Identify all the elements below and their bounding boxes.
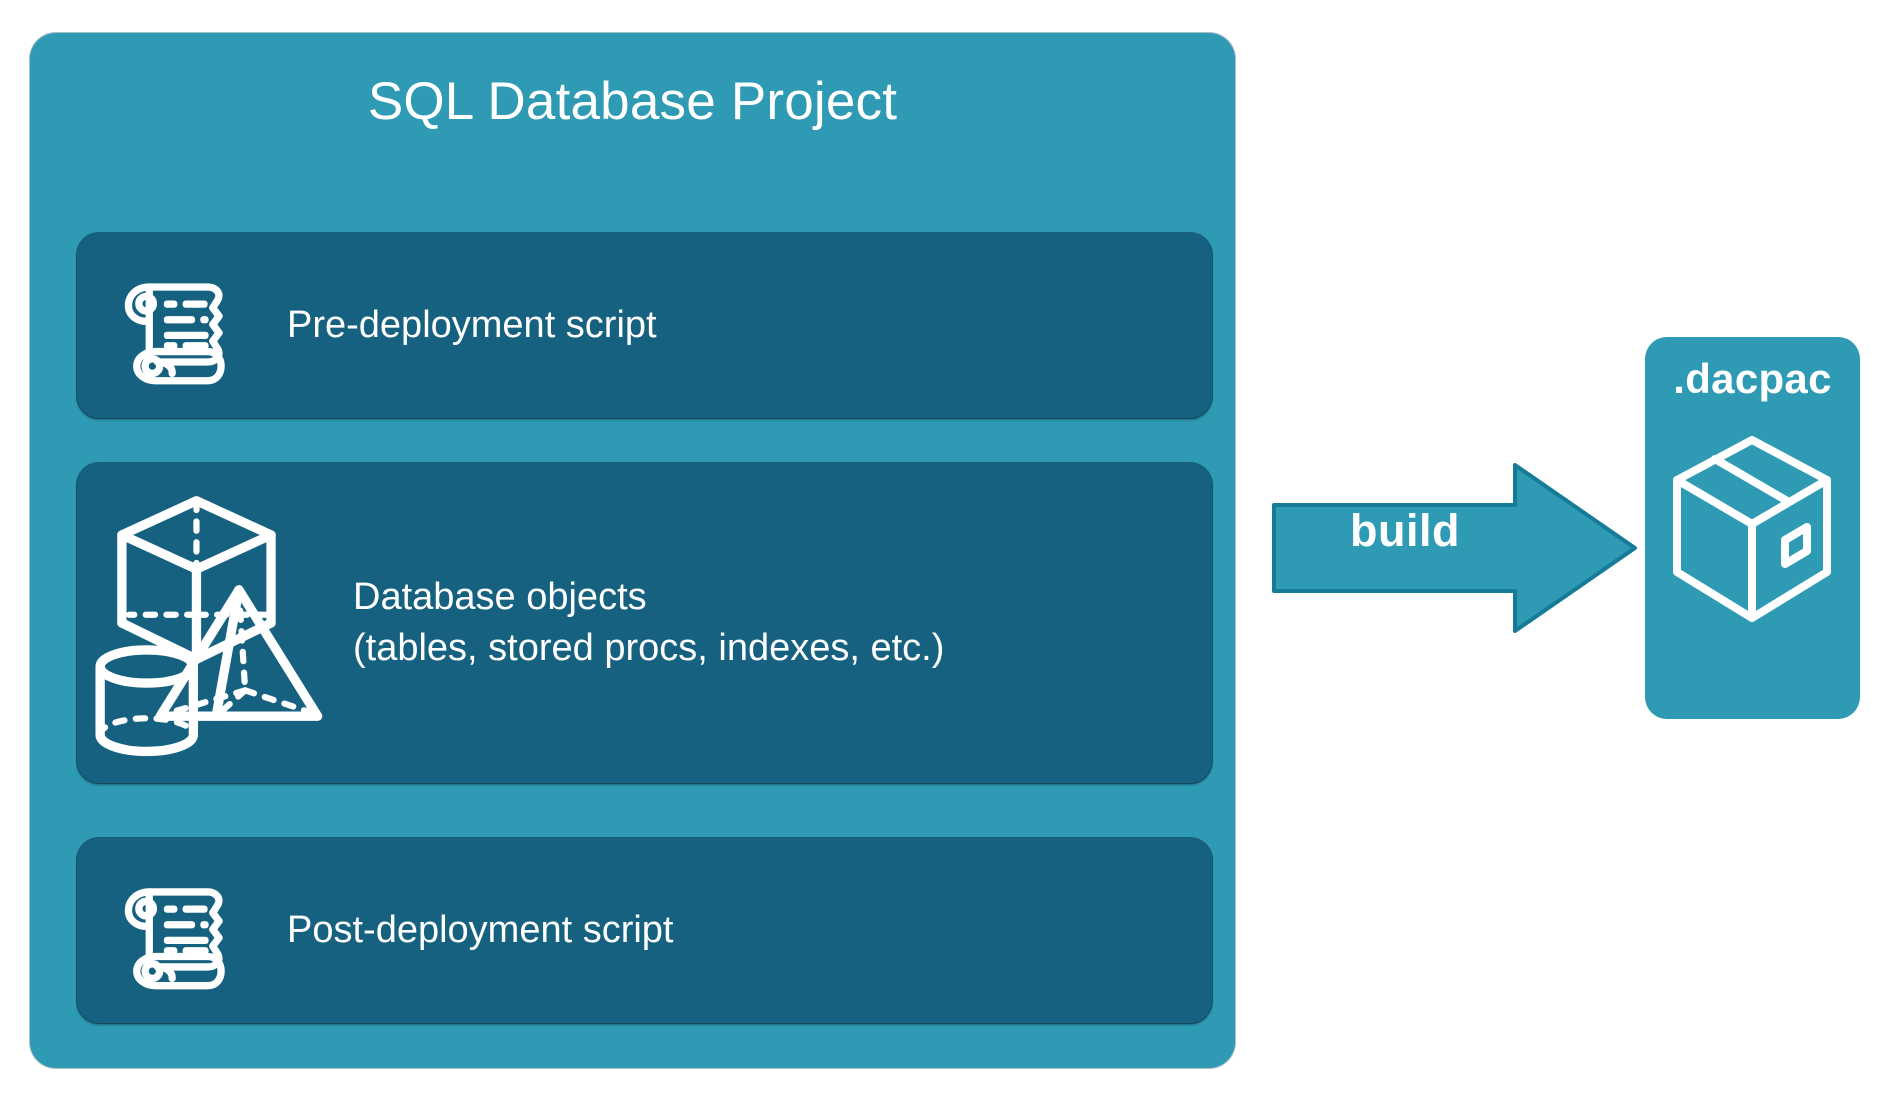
- row-pre-deployment-script: Pre-deployment script: [77, 233, 1212, 418]
- page-title: SQL Database Project: [367, 72, 898, 131]
- row-post-deployment-script: Post-deployment script: [77, 838, 1212, 1023]
- scroll-icon: [95, 251, 265, 401]
- dacpac-title: .dacpac: [1673, 355, 1832, 402]
- cylinder-icon: [95, 645, 199, 757]
- pyramid-hidden-edges: [172, 586, 313, 720]
- cylinder-hidden-edge: [97, 715, 197, 738]
- row-database-objects: Database objects (tables, stored procs, …: [77, 463, 1212, 783]
- dacpac-output-card: .dacpac: [1645, 337, 1860, 719]
- package-box-icon: [1667, 432, 1839, 632]
- cube-hidden-edges: [126, 497, 269, 618]
- database-objects-icon-group: [87, 478, 337, 768]
- build-arrow-label: build: [1350, 505, 1460, 556]
- row-label-pre-deployment: Pre-deployment script: [287, 303, 657, 346]
- row-label-post-deployment: Post-deployment script: [287, 908, 674, 951]
- sql-database-project-card: SQL Database Project: [30, 33, 1235, 1068]
- build-arrow-icon: [1272, 463, 1637, 633]
- scroll-icon: [95, 856, 265, 1006]
- row-label-database-objects: Database objects (tables, stored procs, …: [353, 575, 945, 669]
